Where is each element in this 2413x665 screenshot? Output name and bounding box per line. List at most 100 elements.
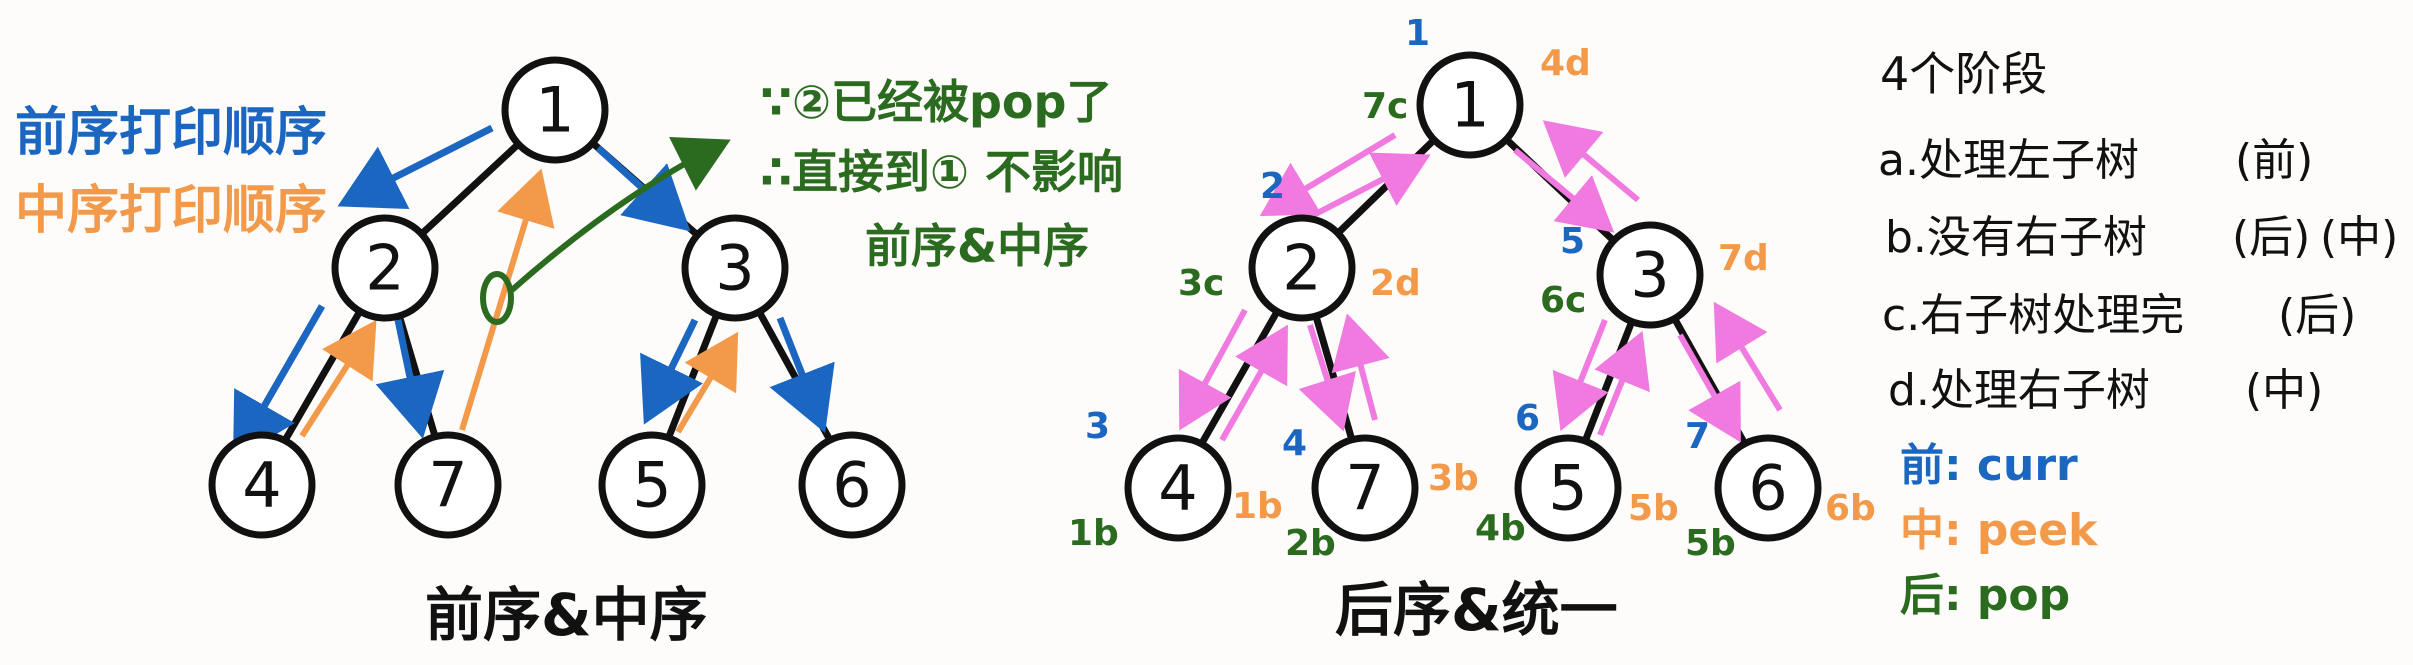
node-label: 6 (832, 449, 871, 522)
left-node-6: 6 (798, 431, 906, 539)
right-node-2: 2 (1248, 214, 1356, 322)
left-caption: 前序&中序 (425, 581, 708, 649)
blue-arrow-3-6 (769, 316, 835, 434)
pink-arrow-down-1-3 (1513, 147, 1615, 233)
orange-arrow-7-1 (459, 168, 555, 431)
legend-tag-d: (中) (2245, 365, 2323, 416)
green-annotation (480, 136, 731, 325)
legend-tag-b1: (后) (2232, 212, 2310, 263)
pink-arrow-up-7-2 (1331, 313, 1390, 421)
key-preorder: 前: curr (1900, 440, 2078, 491)
right-node-4: 4 (1124, 434, 1232, 542)
orange-label-n2: 2d (1370, 263, 1421, 304)
traversal-arrows (1178, 120, 1783, 443)
blue-label-n3: 5 (1560, 221, 1585, 262)
legend-tag-b2: (中) (2320, 212, 2398, 263)
legend-tag-a: (前) (2235, 135, 2313, 186)
pink-arrow-up-3-1 (1542, 120, 1640, 203)
node-label: 4 (242, 449, 281, 522)
orange-label-n6: 6b (1825, 488, 1876, 529)
legend-tag-c: (后) (2278, 290, 2356, 341)
node-label: 7 (1345, 452, 1384, 525)
right-node-5: 5 (1514, 434, 1622, 542)
left-node-5: 5 (598, 431, 706, 539)
node-label: 7 (428, 449, 467, 522)
orange-label-n5: 5b (1628, 488, 1679, 529)
green-label-n3: 6c (1540, 280, 1586, 321)
right-node-6: 6 (1714, 434, 1822, 542)
blue-arrow-1-3 (595, 145, 691, 232)
legend-item-b: b.没有右子树 (1885, 212, 2147, 263)
green-label-n2: 3c (1178, 263, 1224, 304)
note-line-2: ∴直接到① 不影响 (760, 145, 1123, 199)
inorder-arrows (299, 168, 739, 438)
node-label: 4 (1158, 452, 1197, 525)
key-inorder: 中: peek (1900, 505, 2099, 556)
node-label: 6 (1748, 452, 1787, 525)
key-postorder: 后: pop (1900, 570, 2070, 621)
left-tree: 1 2 3 4 7 5 6 前序打印顺序 中序打印顺序 前序&中序 ∵②已经被p… (15, 56, 1123, 649)
pink-arrow-up-2-1 (1298, 152, 1431, 225)
left-node-3: 3 (681, 214, 789, 322)
legend-item-d: d.处理右子树 (1888, 365, 2150, 416)
blue-arrow-2-7 (375, 319, 445, 439)
node-label: 2 (1282, 232, 1321, 305)
orange-label-n1: 4d (1540, 43, 1591, 84)
orange-step-labels: 4d 2d 7d 1b 3b 5b 6b (1232, 43, 1876, 529)
pink-arrow-up-5-3 (1594, 330, 1650, 437)
green-label-n6: 5b (1685, 523, 1736, 564)
legend-preorder-label: 前序打印顺序 (15, 103, 327, 163)
blue-label-n5: 6 (1515, 398, 1540, 439)
left-node-2: 2 (331, 214, 439, 322)
pink-arrow-down-2-4 (1178, 308, 1248, 431)
pink-arrow-down-3-6 (1677, 333, 1741, 443)
blue-arrow-1-2 (337, 124, 494, 210)
right-node-3: 3 (1596, 221, 1704, 329)
legend-item-c: c.右子树处理完 (1882, 290, 2184, 341)
green-step-labels: 7c 3c 6c 1b 2b 4b 5b (1068, 86, 1736, 564)
orange-arrow-5-3 (675, 331, 739, 434)
node-label: 3 (715, 232, 754, 305)
blue-label-n6: 7 (1685, 416, 1710, 457)
right-node-1: 1 (1416, 51, 1524, 159)
blue-label-n2: 2 (1260, 166, 1285, 207)
blue-arrow-3-5 (640, 318, 703, 425)
left-node-4: 4 (208, 431, 316, 539)
right-caption: 后序&统一 (1335, 576, 1618, 644)
blue-step-labels: 1 2 5 3 4 6 7 (1085, 13, 1710, 464)
pink-arrow-up-6-3 (1713, 301, 1783, 412)
node-label: 1 (535, 74, 574, 147)
green-label-n4: 1b (1068, 513, 1119, 554)
blue-label-n1: 1 (1405, 13, 1430, 54)
orange-arrow-4-2 (299, 319, 377, 438)
node-label: 1 (1450, 69, 1489, 142)
note-line-3: 前序&中序 (865, 219, 1089, 273)
orange-label-n3: 7d (1718, 238, 1769, 279)
legend-title: 4个阶段 (1880, 47, 2047, 101)
node-label: 3 (1630, 239, 1669, 312)
legend-item-a: a.处理左子树 (1878, 135, 2139, 186)
node-label: 5 (632, 449, 671, 522)
green-label-n1: 7c (1362, 86, 1408, 127)
blue-label-n4: 3 (1085, 406, 1110, 447)
green-label-n7: 2b (1285, 523, 1336, 564)
right-tree: 1 2 3 4 7 5 6 1 2 5 3 4 6 7 (1068, 13, 1876, 644)
pink-arrow-down-2-7 (1298, 324, 1356, 432)
node-label: 2 (365, 232, 404, 305)
note-line-1: ∵②已经被pop了 (760, 75, 1112, 129)
blue-arrow-2-4 (232, 304, 326, 461)
orange-label-n4: 1b (1232, 486, 1283, 527)
legend-inorder-label: 中序打印顺序 (15, 181, 327, 241)
stage-legend: 4个阶段 a.处理左子树 (前) b.没有右子树 (后) (中) c.右子树处理… (1878, 47, 2398, 621)
blue-label-n7: 4 (1282, 423, 1307, 464)
left-node-1: 1 (501, 56, 609, 164)
green-curve-arrow (510, 136, 731, 293)
left-node-7: 7 (394, 431, 502, 539)
node-label: 5 (1548, 452, 1587, 525)
green-label-n5: 4b (1475, 508, 1526, 549)
green-circle-marker (480, 271, 514, 325)
pink-arrow-down-1-2 (1259, 132, 1397, 217)
right-node-7: 7 (1311, 434, 1419, 542)
orange-label-n7: 3b (1428, 458, 1479, 499)
